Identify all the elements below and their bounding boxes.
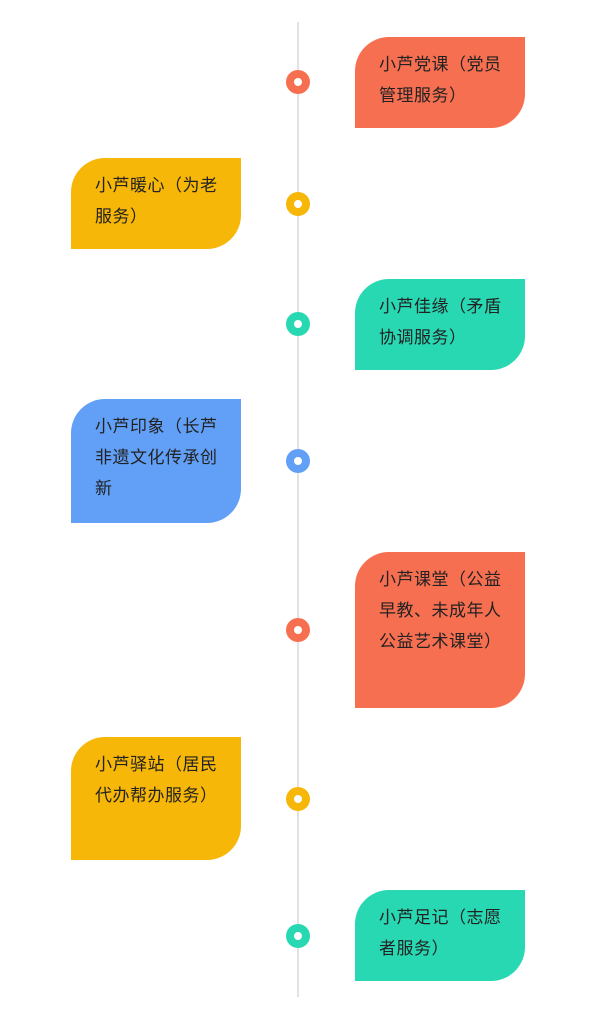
timeline-card-party-class: 小芦党课（党员管理服务） xyxy=(355,37,525,128)
timeline-card-public-classroom: 小芦课堂（公益早教、未成年人公益艺术课堂） xyxy=(355,552,525,708)
node-center xyxy=(294,200,302,208)
timeline-card-elderly-care: 小芦暖心（为老服务） xyxy=(71,158,241,249)
card-label: 小芦印象（长芦非遗文化传承创新 xyxy=(95,417,218,499)
card-label: 小芦驿站（居民代办帮办服务） xyxy=(95,755,218,806)
card-label: 小芦课堂（公益早教、未成年人公益艺术课堂） xyxy=(379,570,502,652)
timeline-node xyxy=(286,312,310,336)
timeline-node xyxy=(286,70,310,94)
timeline-card-resident-services: 小芦驿站（居民代办帮办服务） xyxy=(71,737,241,860)
timeline-card-heritage-culture: 小芦印象（长芦非遗文化传承创新 xyxy=(71,399,241,523)
timeline-card-volunteer-service: 小芦足记（志愿者服务） xyxy=(355,890,525,981)
node-center xyxy=(294,932,302,940)
timeline-card-dispute-mediation: 小芦佳缘（矛盾协调服务） xyxy=(355,279,525,370)
node-center xyxy=(294,457,302,465)
timeline-node xyxy=(286,192,310,216)
node-center xyxy=(294,795,302,803)
node-center xyxy=(294,78,302,86)
card-label: 小芦暖心（为老服务） xyxy=(95,176,218,227)
timeline-axis xyxy=(297,22,299,997)
timeline-node xyxy=(286,449,310,473)
timeline-node xyxy=(286,787,310,811)
node-center xyxy=(294,320,302,328)
timeline-node xyxy=(286,618,310,642)
node-center xyxy=(294,626,302,634)
card-label: 小芦佳缘（矛盾协调服务） xyxy=(379,297,502,348)
card-label: 小芦党课（党员管理服务） xyxy=(379,55,502,106)
card-label: 小芦足记（志愿者服务） xyxy=(379,908,502,959)
timeline-node xyxy=(286,924,310,948)
